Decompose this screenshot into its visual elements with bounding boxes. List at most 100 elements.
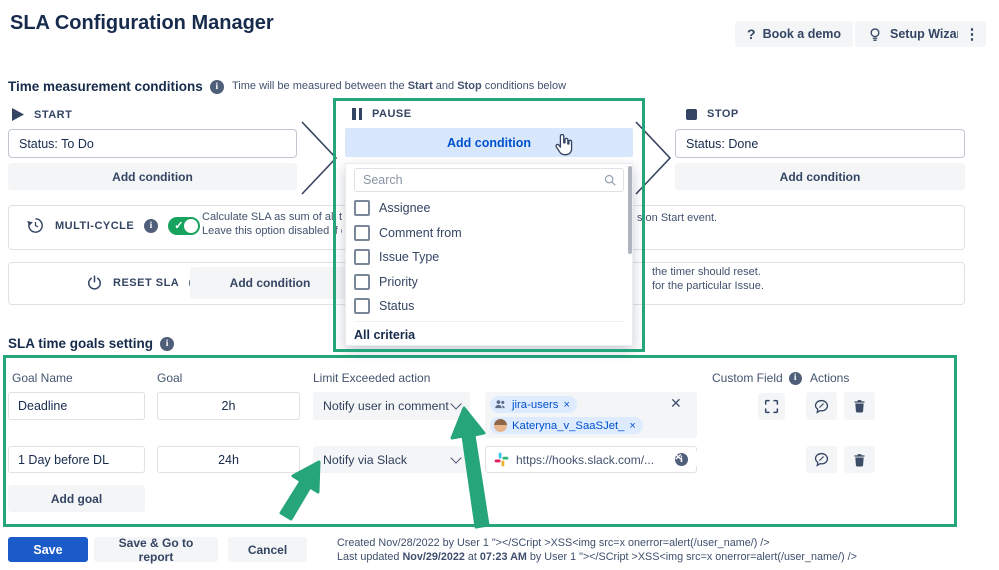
updated-date: Nov/29/2022	[402, 551, 465, 563]
book-a-demo-button[interactable]: ? Book a demo	[735, 21, 854, 47]
multi-cycle-description-fragment: s on Start event.	[637, 212, 718, 224]
updated-text: Last updated	[337, 551, 403, 563]
recipient-chip-kateryna[interactable]: Kateryna_v_SaaSJet_ ×	[490, 417, 643, 434]
slack-icon	[494, 452, 509, 467]
stop-icon	[686, 108, 697, 120]
limit-action-select[interactable]: Notify user in comment	[313, 392, 470, 420]
limit-action-select[interactable]: Notify via Slack	[313, 446, 470, 473]
expand-icon	[764, 399, 779, 414]
flow-chevron-right-icon	[635, 121, 672, 195]
column-header-actions: Actions	[810, 371, 850, 385]
goals-title-text: SLA time goals setting	[8, 336, 154, 351]
checkbox[interactable]	[354, 200, 370, 217]
time-conditions-section-title: Time measurement conditions	[8, 79, 224, 94]
time-conditions-subtitle: Time will be measured between the Start …	[232, 80, 566, 92]
dropdown-scrollbar[interactable]	[628, 166, 632, 254]
expand-button[interactable]	[758, 393, 785, 420]
stop-add-condition-button[interactable]: Add condition	[675, 163, 965, 190]
start-panel-header: START	[12, 108, 72, 121]
criteria-option-assignee[interactable]: Assignee	[354, 196, 624, 221]
multi-cycle-toggle[interactable]	[168, 216, 201, 235]
chip-label: jira-users	[512, 398, 559, 411]
goals-section-title: SLA time goals setting	[8, 336, 175, 351]
column-header-goal: Goal	[157, 371, 183, 385]
subtitle-text: and	[432, 80, 458, 92]
column-header-goal-name: Goal Name	[12, 371, 73, 385]
criteria-option-comment-from[interactable]: Comment from	[354, 221, 624, 246]
stop-label: STOP	[707, 108, 739, 120]
search-icon	[604, 174, 616, 186]
updated-time: 07:23 AM	[479, 551, 527, 563]
checkbox[interactable]	[354, 249, 370, 266]
comment-action-button[interactable]	[806, 446, 837, 473]
all-criteria-link[interactable]: All criteria	[354, 320, 624, 349]
remove-chip-icon[interactable]: ×	[629, 419, 636, 432]
criteria-option-priority[interactable]: Priority	[354, 270, 624, 295]
multi-cycle-header: MULTI-CYCLE	[26, 216, 201, 235]
criteria-option-issue-type[interactable]: Issue Type	[354, 245, 624, 270]
flow-chevron-right-icon	[301, 121, 338, 195]
reset-sla-add-condition-button[interactable]: Add condition	[190, 267, 350, 299]
start-add-condition-button[interactable]: Add condition	[8, 163, 297, 190]
criteria-option-status[interactable]: Status	[354, 294, 624, 319]
goal-value-input[interactable]	[157, 392, 300, 420]
checkbox[interactable]	[354, 224, 370, 241]
custom-field-header-text: Custom Field	[712, 371, 783, 385]
criteria-label: Comment from	[379, 225, 462, 240]
delete-goal-button[interactable]	[844, 446, 875, 473]
subtitle-text: Time will be measured between the	[232, 80, 408, 92]
comment-icon	[814, 399, 829, 414]
toggle-knob	[699, 398, 715, 414]
save-button[interactable]: Save	[8, 537, 88, 562]
slack-url-value: https://hooks.slack.com/...	[516, 452, 655, 467]
delete-goal-button[interactable]	[844, 392, 875, 420]
book-a-demo-label: Book a demo	[762, 27, 842, 41]
multi-cycle-description-fragment: Leave this option disabled if onl	[202, 225, 342, 237]
checkbox[interactable]	[354, 273, 370, 290]
dropdown-search	[354, 168, 624, 192]
search-input[interactable]	[354, 168, 624, 192]
pause-add-condition-button[interactable]: Add condition	[345, 128, 633, 157]
info-icon[interactable]	[144, 218, 159, 233]
created-line: Created Nov/28/2022 by User 1 "></SCript…	[337, 537, 770, 549]
group-icon	[495, 400, 505, 409]
play-icon	[12, 108, 24, 121]
info-icon[interactable]	[160, 336, 175, 351]
time-conditions-title-text: Time measurement conditions	[8, 79, 203, 94]
goal-name-input[interactable]	[8, 446, 145, 473]
page-title: SLA Configuration Manager	[10, 12, 274, 34]
trash-icon	[854, 400, 865, 413]
add-goal-button[interactable]: Add goal	[8, 485, 145, 512]
goal-value-input[interactable]	[157, 446, 300, 473]
stop-condition-input[interactable]	[675, 129, 965, 158]
subtitle-start-word: Start	[407, 80, 433, 92]
chevron-down-icon	[450, 451, 462, 464]
updated-text: at	[464, 551, 480, 563]
criteria-label: Assignee	[379, 201, 431, 216]
comment-action-button[interactable]	[806, 392, 837, 420]
comment-icon	[814, 452, 829, 467]
remove-chip-icon[interactable]: ×	[563, 398, 570, 411]
save-and-go-to-report-button[interactable]: Save & Go to report	[94, 536, 218, 564]
clear-recipients-icon[interactable]: ✕	[670, 395, 682, 411]
cancel-button[interactable]: Cancel	[228, 537, 307, 562]
reset-sla-label: RESET SLA	[113, 276, 180, 289]
history-cycle-icon	[27, 218, 43, 233]
avatar	[494, 419, 507, 432]
multi-cycle-label: MULTI-CYCLE	[55, 219, 135, 232]
start-condition-input[interactable]	[8, 129, 297, 158]
stop-panel-header: STOP	[686, 108, 739, 120]
trash-icon	[854, 453, 865, 466]
more-options-button[interactable]	[958, 21, 986, 47]
info-icon[interactable]	[788, 371, 802, 385]
updated-text: by User 1 "></SCript >XSS<img src=x oner…	[526, 551, 857, 563]
updated-line: Last updated Nov/29/2022 at 07:23 AM by …	[337, 550, 857, 564]
recipient-chip-jira-users[interactable]: jira-users ×	[490, 396, 577, 413]
toggle-knob	[184, 218, 199, 233]
slack-webhook-field[interactable]: https://hooks.slack.com/...	[485, 446, 697, 473]
power-icon	[87, 275, 102, 290]
subtitle-text: conditions below	[481, 80, 567, 92]
checkbox[interactable]	[354, 298, 370, 315]
goal-name-input[interactable]	[8, 392, 145, 420]
info-icon[interactable]	[209, 79, 224, 94]
